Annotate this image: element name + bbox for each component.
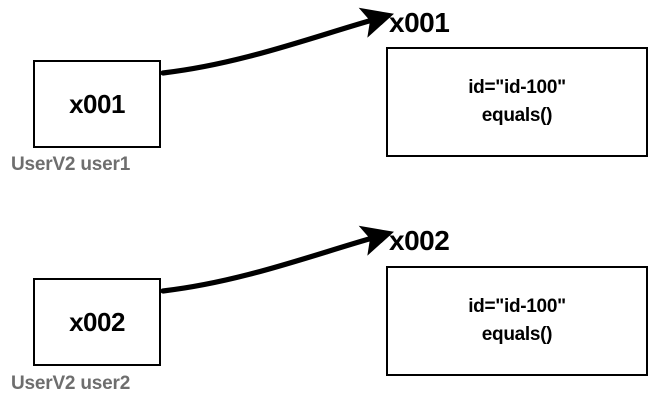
variable-label-user1: UserV2 user1: [11, 154, 131, 175]
object-header-x001: x001: [389, 7, 450, 38]
object-method-equals: equals(): [481, 105, 553, 126]
object-box-x001: id="id-100" equals(): [386, 47, 648, 157]
object-header-x002: x002: [389, 225, 450, 256]
object-field-id: id="id-100": [468, 77, 566, 99]
variable-box-user1: x001: [33, 60, 161, 148]
variable-label-user2: UserV2 user2: [11, 373, 131, 394]
variable-box-value: x002: [69, 307, 125, 337]
object-field-id: id="id-100": [468, 296, 566, 318]
reference-arrow-user2: [160, 225, 394, 294]
object-box-x002: id="id-100" equals(): [386, 266, 648, 376]
reference-arrow-user1: [160, 7, 394, 76]
object-method-equals: equals(): [481, 324, 553, 345]
variable-box-user2: x002: [33, 278, 161, 366]
variable-box-value: x001: [69, 89, 125, 119]
